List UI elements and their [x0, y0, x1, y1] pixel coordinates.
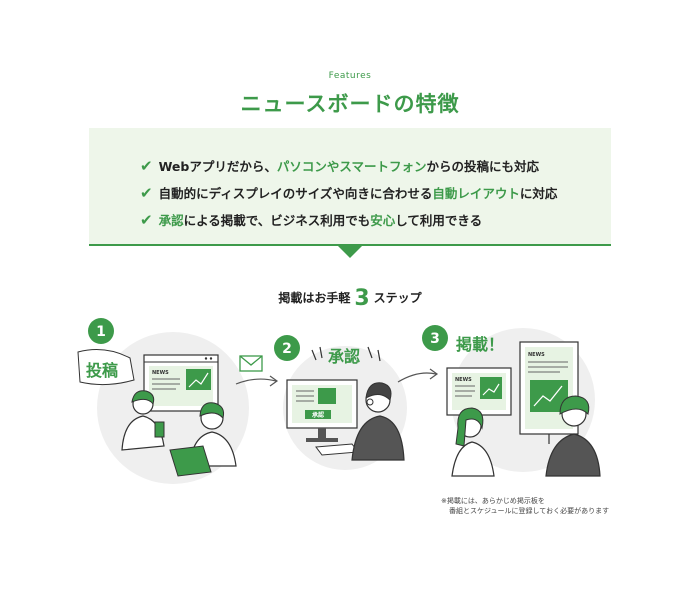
feature-text: からの投稿にも対応 [426, 159, 540, 174]
step3-news-tag-2: NEWS [528, 352, 545, 358]
panel-down-arrow [338, 246, 362, 258]
step1-number: 1 [96, 324, 106, 340]
section-eyebrow: Features [328, 71, 372, 81]
step2-to-step3-arrow [397, 368, 439, 383]
steps-title-post: ステップ [373, 291, 422, 305]
approve-button-label: 承認 [312, 411, 324, 419]
check-icon: ✔ [140, 157, 153, 175]
feature-text: して利用できる [395, 213, 483, 228]
feature-text: 自動的にディスプレイのサイズや向きに合わせる [158, 186, 433, 201]
steps-title-pre: 掲載はお手軽 [278, 291, 351, 305]
step2-badge [274, 335, 300, 361]
check-icon: ✔ [140, 184, 153, 202]
feature-highlight: 安心 [370, 213, 396, 228]
steps-title-number: 3 [354, 286, 370, 311]
feature-text: Webアプリだから、 [158, 159, 277, 174]
step2-label: 承認 [328, 347, 360, 366]
feature-item-web: ✔ Webアプリだから、パソコンやスマートフォンからの投稿にも対応 [140, 156, 539, 175]
note-line-1: ※掲載には、あらかじめ掲示板を [441, 497, 545, 505]
step1-speech-bubble [77, 349, 135, 386]
step3: 3 掲載！ NEWS NEWS [422, 325, 601, 477]
features-panel [89, 128, 611, 246]
laptop-icon [169, 445, 212, 477]
approve-button [305, 410, 331, 419]
feature-item-layout: ✔ 自動的にディスプレイのサイズや向きに合わせる自動レイアウトに対応 [140, 183, 557, 202]
step1-to-step2-arrow [235, 355, 279, 387]
feature-highlight: 自動レイアウト [432, 186, 520, 201]
feature-highlight: 承認 [158, 213, 184, 228]
feature-highlight: パソコンやスマートフォン [276, 159, 427, 174]
step3-number: 3 [430, 331, 440, 347]
step1-label: 投稿 [86, 361, 118, 380]
step2-number: 2 [282, 341, 292, 357]
step3-news-tag-1: NEWS [455, 377, 472, 383]
step1-badge [88, 318, 114, 344]
step2: 2 承認 承認 [274, 335, 405, 461]
feature-text: に対応 [519, 186, 558, 201]
step1: 1 投稿 NEWS [77, 318, 237, 477]
feature-text: による掲載で、ビジネス利用でも [183, 213, 371, 228]
feature-item-approval: ✔ 承認による掲載で、ビジネス利用でも安心して利用できる [140, 210, 482, 229]
phone-icon [154, 421, 165, 438]
step3-badge [422, 325, 448, 351]
note-line-2: 番組とスケジュールに登録しておく必要があります [449, 507, 610, 515]
step3-label: 掲載！ [456, 335, 504, 354]
check-icon: ✔ [140, 211, 153, 229]
step1-news-tag: NEWS [152, 370, 169, 376]
page-title: ニュースボードの特徴 [240, 92, 460, 116]
